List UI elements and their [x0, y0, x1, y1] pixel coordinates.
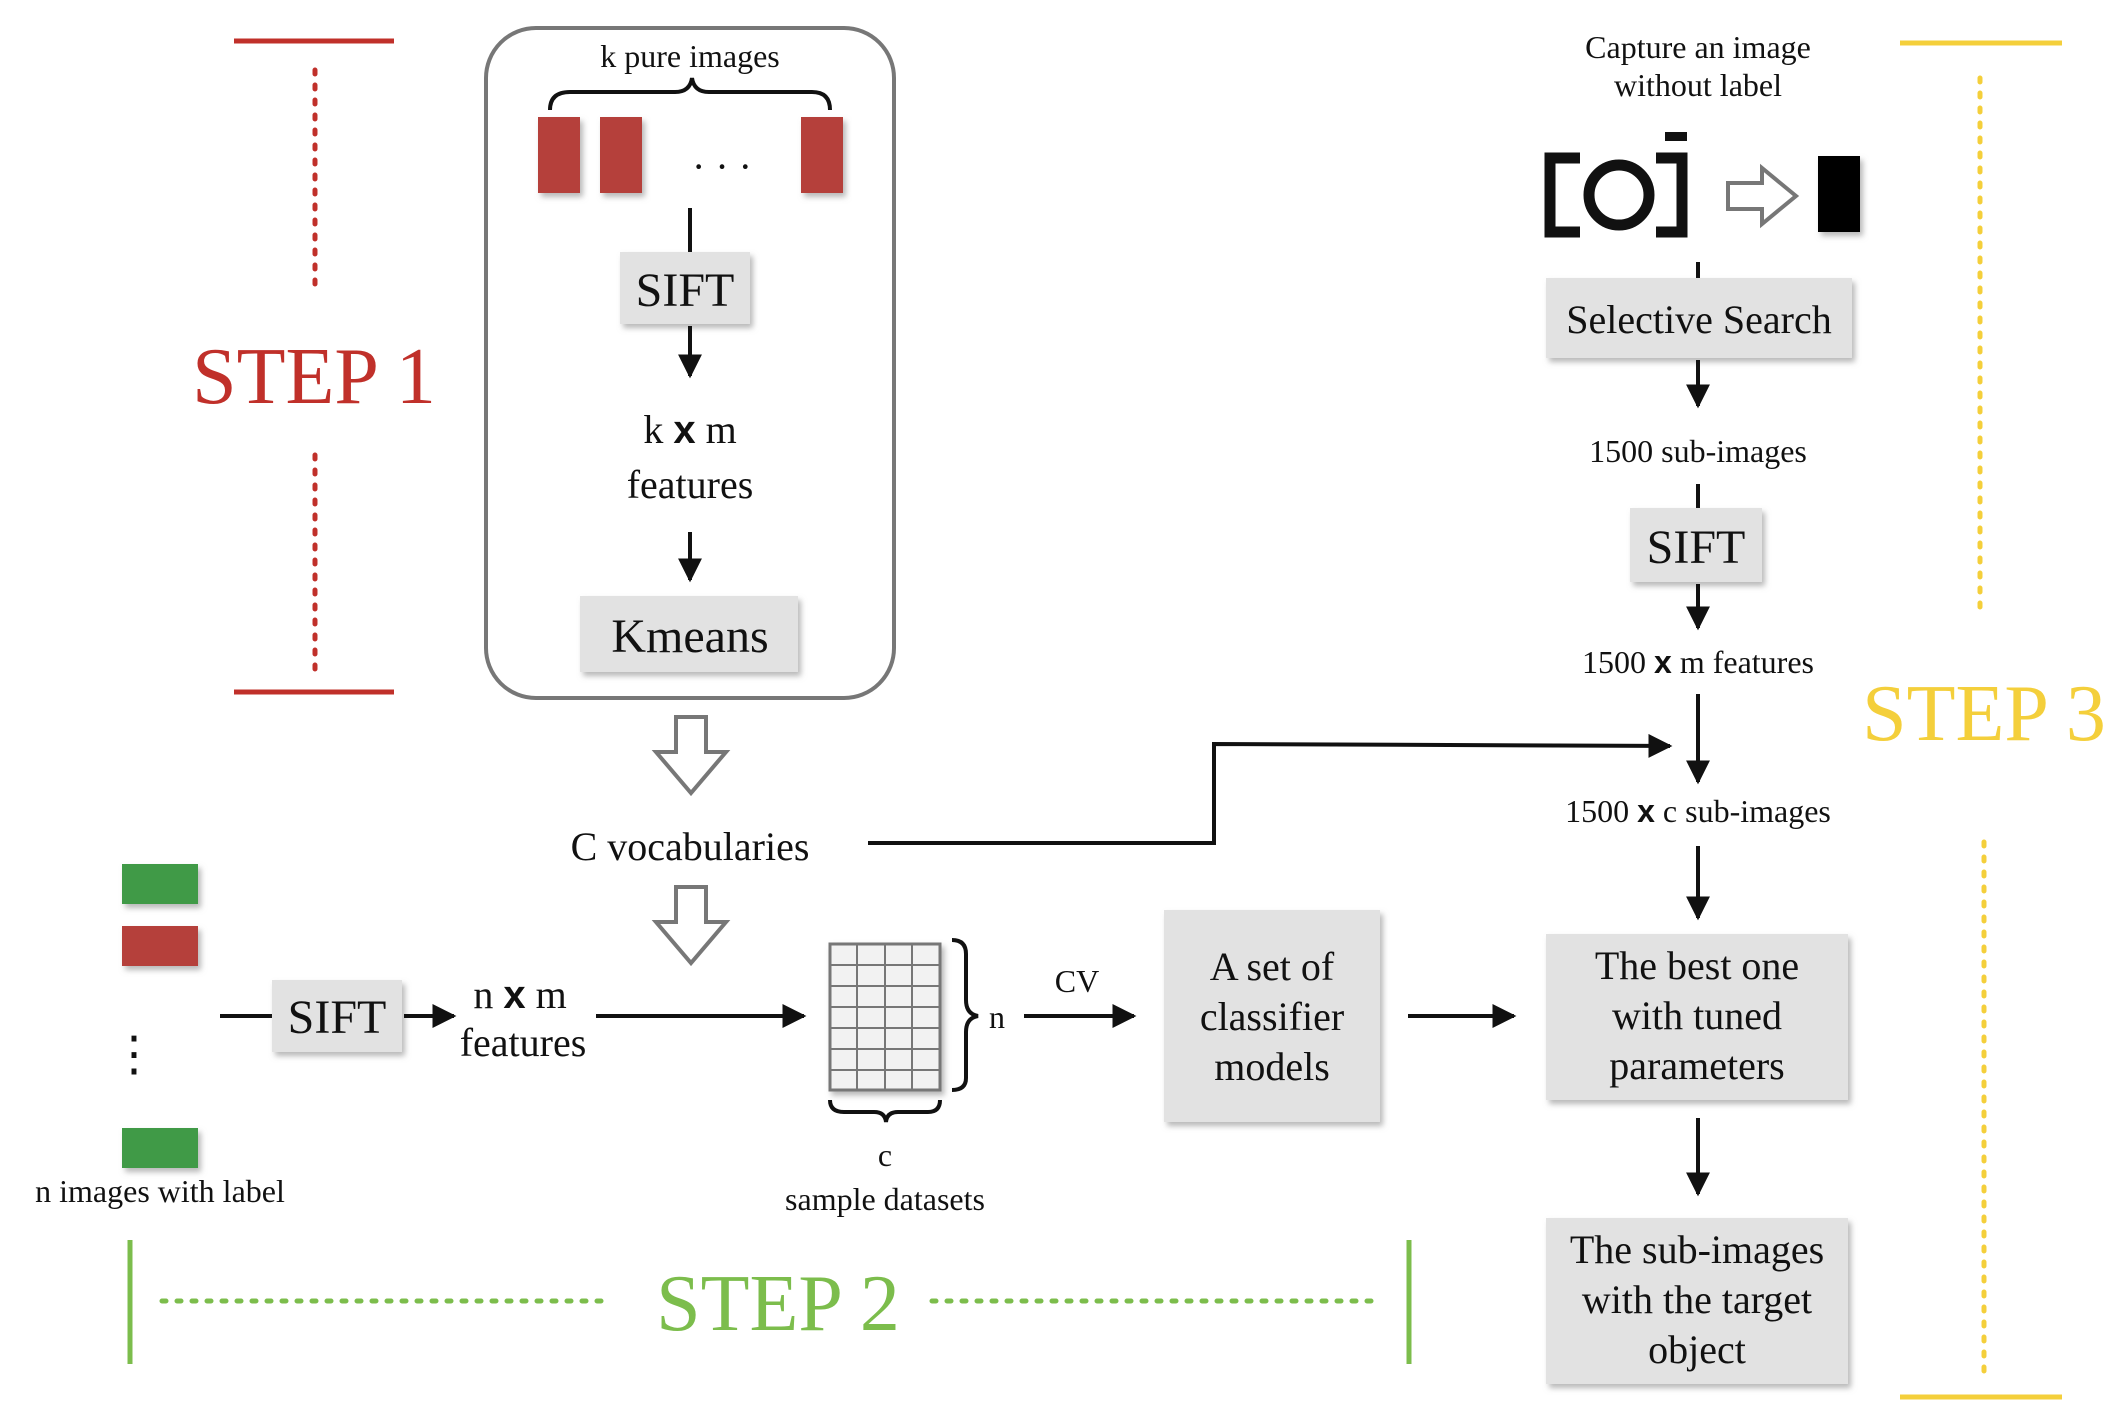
step2-sift-box: SIFT	[272, 980, 402, 1052]
sub-images-label: 1500 sub-images	[1589, 433, 1807, 469]
sample-dataset-grid	[828, 942, 942, 1092]
step3-sift-label: SIFT	[1647, 521, 1746, 574]
result-line2: with the target	[1582, 1277, 1812, 1322]
labeled-image-green	[122, 864, 198, 904]
labeled-image-green	[122, 1128, 198, 1168]
vocabularies-label: C vocabularies	[571, 824, 810, 869]
labeled-image-red	[122, 926, 198, 966]
selective-search-label: Selective Search	[1566, 297, 1831, 342]
camera-icon	[1544, 132, 1688, 238]
kmeans-box: Kmeans	[580, 596, 798, 672]
pure-image-block	[538, 117, 580, 193]
capture-line2: without label	[1614, 67, 1782, 103]
c-sub-images-label: 1500 x c sub-images	[1565, 793, 1831, 829]
step3-features-label: 1500 x m features	[1582, 644, 1814, 680]
pure-image-ellipsis: · · ·	[692, 144, 752, 189]
step3-label: STEP 3	[1862, 670, 2106, 758]
result-line3: object	[1648, 1327, 1746, 1372]
result-box: The sub-images with the target object	[1546, 1218, 1848, 1384]
hollow-arrow-to-dataset	[651, 885, 731, 967]
step2-features-line1: n x m	[473, 972, 566, 1017]
k-pure-images-label: k pure images	[600, 38, 780, 74]
step1-panel	[484, 26, 896, 700]
best-model-box: The best one with tuned parameters	[1546, 934, 1848, 1100]
classifier-line3: models	[1214, 1044, 1330, 1089]
best-line1: The best one	[1595, 943, 1799, 988]
classifier-line1: A set of	[1210, 944, 1335, 989]
labeled-images-ellipsis: ⋮	[110, 1026, 158, 1082]
step2-label: STEP 2	[656, 1260, 900, 1348]
step2-sift-label: SIFT	[288, 991, 387, 1044]
step3-sift-box: SIFT	[1630, 508, 1762, 582]
n-label: n	[989, 999, 1005, 1035]
captured-image-block	[1818, 156, 1860, 232]
cv-label: CV	[1055, 963, 1099, 999]
capture-line1: Capture an image	[1585, 29, 1811, 65]
pure-image-block	[600, 117, 642, 193]
arrow-vocab-to-step3	[868, 733, 1673, 845]
step1-bracket	[234, 38, 394, 695]
step1-label: STEP 1	[192, 333, 436, 421]
k-pure-images-brace	[548, 77, 832, 111]
best-line3: parameters	[1609, 1043, 1784, 1088]
c-label: c	[878, 1137, 892, 1173]
c-brace	[828, 1099, 942, 1123]
step3-bracket	[1900, 40, 2062, 1400]
hollow-arrow-to-image	[1726, 163, 1800, 229]
best-line2: with tuned	[1612, 993, 1782, 1038]
step1-sift-label: SIFT	[636, 264, 735, 317]
hollow-arrow-to-vocab	[651, 715, 731, 797]
n-brace	[951, 938, 979, 1092]
step1-features-line1: k x m	[643, 407, 736, 452]
step1-sift-box: SIFT	[620, 252, 750, 324]
kmeans-label: Kmeans	[611, 610, 768, 663]
sample-datasets-label: sample datasets	[785, 1181, 985, 1217]
labeled-images-label: n images with label	[35, 1173, 285, 1209]
selective-search-box: Selective Search	[1546, 278, 1852, 358]
result-line1: The sub-images	[1570, 1227, 1824, 1272]
step1-features-line2: features	[627, 462, 754, 507]
step2-features-line2: features	[460, 1020, 587, 1065]
step2-bracket	[127, 1240, 1412, 1364]
classifier-line2: classifier	[1200, 994, 1344, 1039]
pure-image-block	[801, 117, 843, 193]
classifier-box: A set of classifier models	[1164, 910, 1380, 1122]
